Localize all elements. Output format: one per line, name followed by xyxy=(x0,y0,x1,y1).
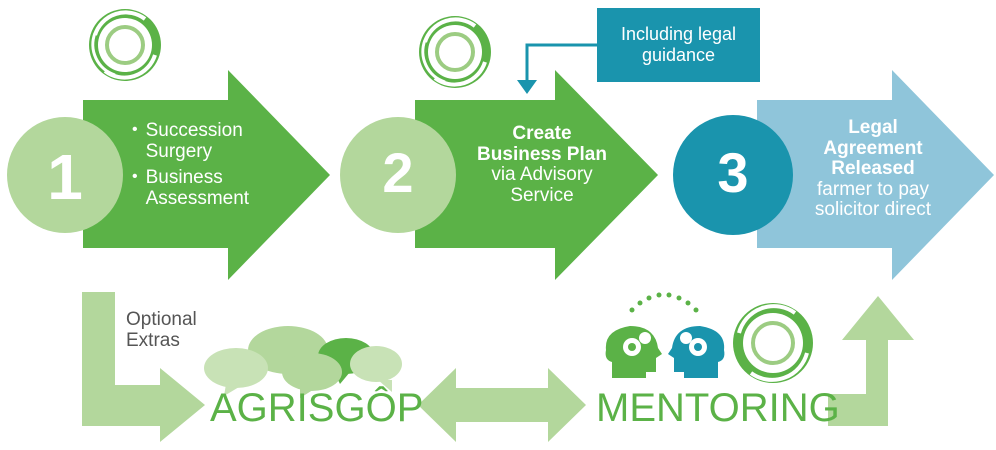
logo-swirl-icon xyxy=(733,303,813,383)
callout-line1: Including legal xyxy=(620,24,737,45)
step3-number: 3 xyxy=(717,141,749,204)
logo-swirl-icon xyxy=(89,9,161,81)
bullet-text: Business Assessment xyxy=(145,166,250,209)
optional-extras-label: Optional Extras xyxy=(126,309,197,352)
step3-title-line1: Legal xyxy=(848,117,898,138)
bullet-dot-icon: • xyxy=(132,167,138,185)
optional-line2: Extras xyxy=(126,330,180,352)
logo-swirl-icon xyxy=(419,16,491,88)
step1-bullets: • Succession Surgery • Business Assessme… xyxy=(132,120,292,213)
right-elbow-arrow xyxy=(828,296,914,426)
mentoring-heads-icon xyxy=(605,292,725,378)
step3-label: Legal Agreement Released farmer to pay s… xyxy=(798,117,948,221)
mentoring-label: MENTORING xyxy=(596,386,840,430)
legal-guidance-callout: Including legal guidance xyxy=(597,8,760,82)
step2-sub-line2: Service xyxy=(510,184,574,206)
step2-arrow xyxy=(415,70,658,280)
step2-title-line2: Business Plan xyxy=(477,143,607,165)
step2-label: Create Business Plan via Advisory Servic… xyxy=(462,123,622,206)
callout-arrowhead xyxy=(517,80,537,94)
step2-number: 2 xyxy=(382,141,414,204)
bullet-text: Succession Surgery xyxy=(145,120,243,163)
step3-sub-line2: solicitor direct xyxy=(814,199,932,221)
step2-circle xyxy=(340,117,456,233)
step3-title-line3: Released xyxy=(831,158,915,180)
step3-title-line2: Agreement xyxy=(823,137,923,159)
double-arrow xyxy=(418,368,586,442)
step3-arrow xyxy=(757,70,994,280)
bullet-item: • Business Assessment xyxy=(132,167,292,210)
step3-circle xyxy=(673,115,793,235)
step1-number: 1 xyxy=(47,141,83,213)
optional-line1: Optional xyxy=(126,309,197,330)
callout-line2: guidance xyxy=(641,45,716,65)
step1-arrow xyxy=(83,70,330,280)
bullet-item: • Succession Surgery xyxy=(132,120,292,163)
step2-sub-line1: via Advisory xyxy=(491,164,593,186)
agrisgop-label: AGRISGÔP xyxy=(210,386,424,430)
step1-circle xyxy=(7,117,123,233)
speech-bubbles-icon xyxy=(204,326,402,398)
step3-sub-line1: farmer to pay xyxy=(817,178,929,200)
bullet-dot-icon: • xyxy=(132,121,138,138)
step2-title-line1: Create xyxy=(512,123,572,144)
left-elbow-arrow xyxy=(82,292,205,442)
callout-connector xyxy=(525,43,597,82)
